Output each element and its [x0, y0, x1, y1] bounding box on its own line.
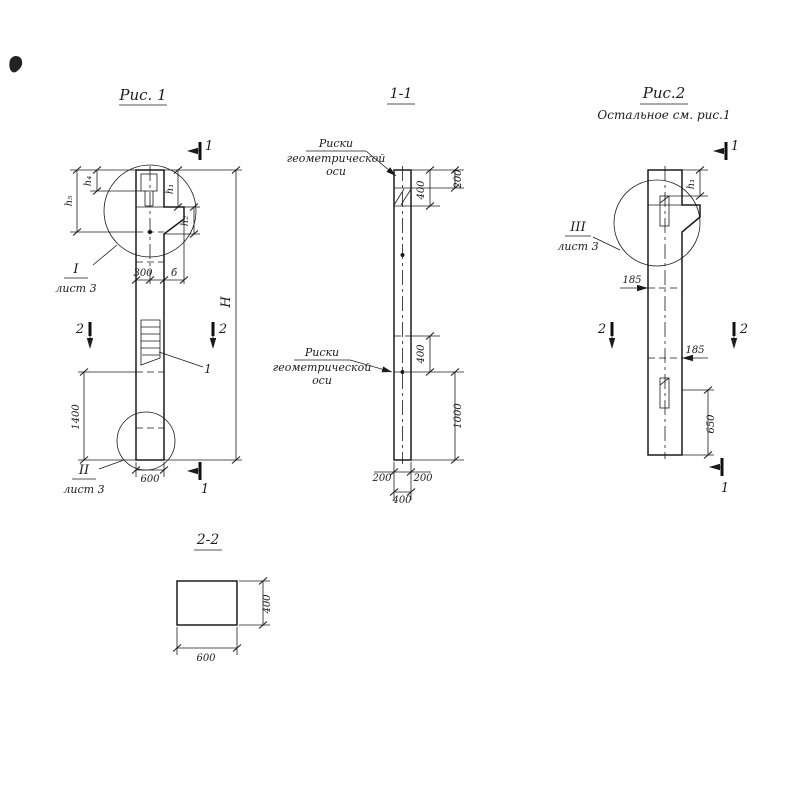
fig2-section-right-label: 2: [739, 322, 748, 337]
dim-200-left: 200: [371, 473, 392, 484]
fig2-view: Рис.2 Остальное см. рис.1 III лист 3: [557, 84, 748, 496]
fig1-dimension-lines: [70, 169, 242, 477]
fig1-dim-h5: h₅: [64, 196, 75, 206]
fig1-dim-300: 300: [133, 268, 153, 279]
fig1-lifting-loop-detail: [140, 319, 161, 366]
dim-400-bottom: 400: [391, 495, 412, 506]
fig1-detail-II-leader: [98, 459, 125, 470]
fig2-dim-185-upper: 185: [622, 275, 641, 286]
fig1-column-outline: [135, 169, 185, 461]
fig1-section-bottom-label: 1: [201, 482, 209, 497]
fig1-detail-circle-I: [103, 164, 197, 258]
section-2-2-view: 2-2 400 600: [172, 532, 273, 664]
fig1-leader-1-line: [158, 351, 204, 368]
dim-1000: 1000: [453, 403, 464, 429]
section11-riski-callout-top: Риски геометрической оси: [287, 137, 397, 178]
riski-top-line1: Риски: [318, 137, 353, 150]
section11-riski-callout-bottom: Риски геометрической оси: [273, 346, 393, 387]
fig2-dim-185-lower: 185: [685, 345, 704, 356]
fig1-detail-II-label: II: [78, 463, 90, 478]
fig2-dimension-labels: h₁ 185 185 650: [622, 179, 717, 434]
leader-arrow: [386, 167, 396, 176]
fig2-detail-III-leader: [592, 236, 621, 251]
fig1-detail-II-sheet: лист 3: [63, 483, 104, 496]
riski-bottom-line3: оси: [312, 374, 332, 387]
fig2-dim-h1: h₁: [686, 179, 697, 189]
fig1-detail-I-leader: [92, 244, 118, 266]
section22-dim-400: 400: [262, 594, 273, 615]
fig1-leader-1-label: 1: [204, 362, 212, 376]
section22-dimension-ticks: [172, 576, 268, 653]
section11-column-details: [393, 166, 412, 464]
fig1-dim-h1: h₁: [165, 184, 176, 194]
section-1-1-view: 1-1 Риски геометрической оси Риски: [273, 86, 464, 506]
fig2-column-outline: [647, 169, 701, 456]
fig2-detail-III-sheet: лист 3: [557, 240, 598, 253]
fig2-note: Остальное см. рис.1: [597, 108, 730, 122]
fig1-dim-1400: 1400: [71, 404, 82, 430]
section22-dim-600: 600: [196, 653, 216, 664]
fig1-dim-600: 600: [140, 474, 160, 485]
section22-dimension-lines: [176, 580, 270, 655]
fig1-view: Рис. 1 1 I: [55, 86, 242, 497]
fig1-section-top-label: 1: [205, 139, 213, 154]
fig2-dim-650: 650: [706, 414, 717, 434]
fig1-detail-circle-II: [116, 411, 176, 471]
section22-outline: [176, 580, 238, 626]
scan-mark: [9, 55, 23, 73]
dim-200-right: 200: [412, 473, 433, 484]
fig1-detail-I-sheet: лист 3: [55, 282, 96, 295]
fig2-section-bottom-label: 1: [721, 481, 729, 496]
fig1-title: Рис. 1: [118, 86, 166, 104]
fig2-dimension-lines: [620, 169, 714, 456]
fig2-section-left-label: 2: [597, 322, 606, 337]
riski-top-line3: оси: [326, 165, 346, 178]
fig1-dim-h2: h₂: [180, 216, 191, 226]
fig2-detail-circle-III: [613, 179, 701, 267]
fig1-column-details: [136, 166, 164, 429]
section11-dimension-ticks: [389, 165, 460, 497]
fig1-dim-h4: h₄: [83, 176, 94, 186]
section22-title: 2-2: [196, 532, 220, 548]
fig1-section-left-label: 2: [75, 322, 84, 337]
section11-dimension-labels: 200 400 400 1000 200 200 400: [371, 169, 464, 506]
fig1-dim-H: H: [219, 296, 234, 309]
fig2-title: Рис.2: [642, 84, 685, 102]
fig2-section-marks: 1 1 2 2: [597, 139, 748, 496]
fig2-column-details: [648, 166, 682, 459]
fig1-detail-I-label: I: [72, 262, 79, 277]
riski-bottom-line1: Риски: [304, 346, 339, 359]
riski-bottom-line2: геометрической: [273, 361, 372, 374]
fig1-dim-b: б: [171, 268, 178, 279]
fig1-section-marks: 1 1 2 2: [75, 139, 227, 497]
dim-400-top: 400: [416, 180, 427, 201]
section11-title: 1-1: [390, 86, 413, 102]
fig2-detail-III-label: III: [569, 220, 586, 235]
fig1-section-right-label: 2: [218, 322, 227, 337]
dim-400-mid: 400: [416, 344, 427, 365]
fig1-dimension-labels: h₄ h₅ h₁ h₂ 300 б H 1400 600: [64, 176, 234, 485]
fig2-section-top-label: 1: [731, 139, 739, 154]
riski-top-line2: геометрической: [287, 152, 386, 165]
section11-dimension-lines: [374, 169, 464, 500]
leader-arrow: [381, 366, 392, 373]
dim-200-top: 200: [453, 169, 464, 190]
